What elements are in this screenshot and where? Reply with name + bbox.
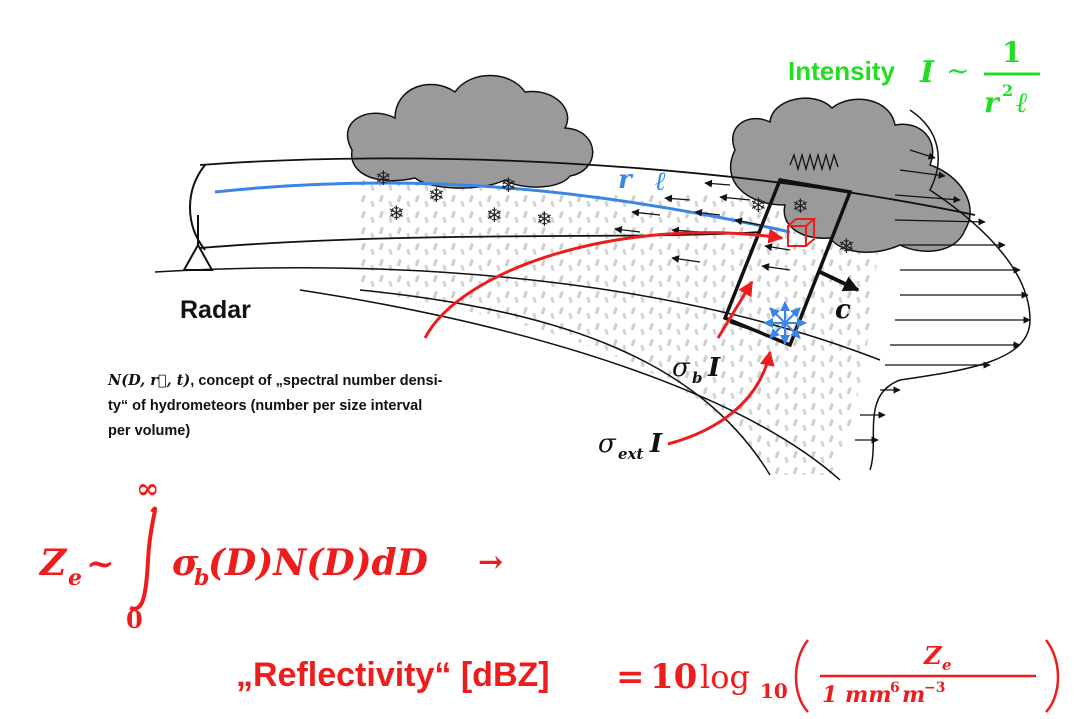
radar-label: Radar <box>180 296 251 324</box>
svg-text:❄: ❄ <box>750 193 767 217</box>
sampling-volume <box>722 178 853 348</box>
extinction-red-arrow <box>667 350 775 446</box>
dbz-factor: 10 <box>650 657 697 697</box>
svg-text:N(D, r⃗, t), concept of „spect: N(D, r⃗, t), concept of „spectral number… <box>107 372 443 389</box>
ze-sim: ~ <box>86 544 115 584</box>
intensity-symbol: I <box>919 55 935 90</box>
ze-sigma-sub: b <box>194 565 209 591</box>
dbz-frac-den-exp2: −3 <box>924 680 945 696</box>
ze-integrand: (D)N(D)dD <box>208 542 428 584</box>
snowflake-icons: ❄ ❄ ❄ ❄ ❄ ❄ ❄ ❄ ❄ <box>375 166 855 258</box>
dbz-frac-num-sub: e <box>942 656 952 674</box>
intensity-denominator-r: r <box>984 86 1001 119</box>
ze-formula: Z e ~ ∞ 0 σ b (D)N(D)dD → <box>38 472 503 634</box>
left-cloud <box>346 74 594 189</box>
cone-line-2 <box>359 289 771 476</box>
spectral-density-note: N(D, r⃗, t), concept of „spectral number… <box>107 372 443 439</box>
svg-text:❄: ❄ <box>486 203 503 227</box>
sigma-b-intensity: I <box>707 353 721 383</box>
dbz-frac-num: Z <box>923 641 943 670</box>
box-bottom-arrow <box>729 320 761 334</box>
dbz-left-paren <box>794 639 809 713</box>
svg-text:❄: ❄ <box>375 166 392 190</box>
svg-text:❄: ❄ <box>536 207 553 231</box>
svg-text:❄: ❄ <box>838 234 855 258</box>
red-cube <box>787 218 817 247</box>
dbz-word: „Reflectivity“ [dBZ] <box>236 656 550 694</box>
intensity-sim: ~ <box>946 54 969 87</box>
scatter-burst-icon <box>763 301 807 345</box>
backscatter-arrows <box>614 179 791 271</box>
ze-upper-limit: ∞ <box>136 472 159 505</box>
sigma-b-subscript: b <box>692 369 703 387</box>
dbz-right-paren <box>1045 639 1060 713</box>
dbz-frac-den-m: m <box>902 682 925 708</box>
dbz-frac-den-exp1: 6 <box>890 680 900 696</box>
svg-text:❄: ❄ <box>792 194 809 218</box>
intensity-denominator-ell: ℓ <box>1015 86 1028 119</box>
dbz-frac-den: 1 mm <box>822 682 892 708</box>
sigma-ext-intensity: I <box>649 429 663 459</box>
cloud-turbulence <box>789 152 839 172</box>
beam-label-ell: ℓ <box>655 167 666 197</box>
incident-red-arrow <box>423 228 784 339</box>
note-line2: ty“ of hydrometeors (number per size int… <box>108 398 422 414</box>
sigma-ext-symbol: σ <box>598 429 617 459</box>
ze-arrow: → <box>478 545 503 580</box>
beam-lower-edge <box>199 231 761 249</box>
ze-sigma: σ <box>172 542 199 584</box>
dbz-equals: = <box>616 657 645 697</box>
beam-label-r: r <box>618 165 634 195</box>
backscatter-red-arrow <box>716 280 754 339</box>
svg-text:❄: ❄ <box>428 183 445 207</box>
ze-sub: e <box>68 565 82 591</box>
note-line3: per volume) <box>108 423 190 439</box>
beam-upper-edge <box>199 157 976 216</box>
intensity-numerator: 1 <box>1002 36 1021 69</box>
wave-label-c: c <box>835 295 851 325</box>
wave-direction-arrow <box>819 270 860 292</box>
svg-text:❄: ❄ <box>388 201 405 225</box>
dbz-log-base: 10 <box>760 679 788 703</box>
sigma-ext-subscript: ext <box>618 445 643 463</box>
note-line1: , concept of „spectral number densi- <box>190 373 442 389</box>
integral-sign <box>129 506 157 611</box>
dbz-log: log <box>700 658 750 696</box>
profile-arrows <box>855 149 1031 444</box>
intensity-label: Intensity <box>788 56 895 86</box>
dbz-formula: „Reflectivity“ [dBZ] = 10 log 10 Z e 1 m… <box>236 639 1060 713</box>
cone-line-3 <box>299 289 841 481</box>
radar-stand <box>182 215 214 271</box>
ze-lower-limit: 0 <box>126 605 143 634</box>
note-symbol: N(D, r⃗, t) <box>107 372 190 389</box>
beam-center-line <box>214 181 791 234</box>
antenna-dish <box>189 164 206 251</box>
intensity-denominator-exponent: 2 <box>1002 81 1013 100</box>
sigma-b-symbol: σ <box>672 353 691 383</box>
ze-z: Z <box>38 542 68 584</box>
svg-text:❄: ❄ <box>500 173 517 197</box>
